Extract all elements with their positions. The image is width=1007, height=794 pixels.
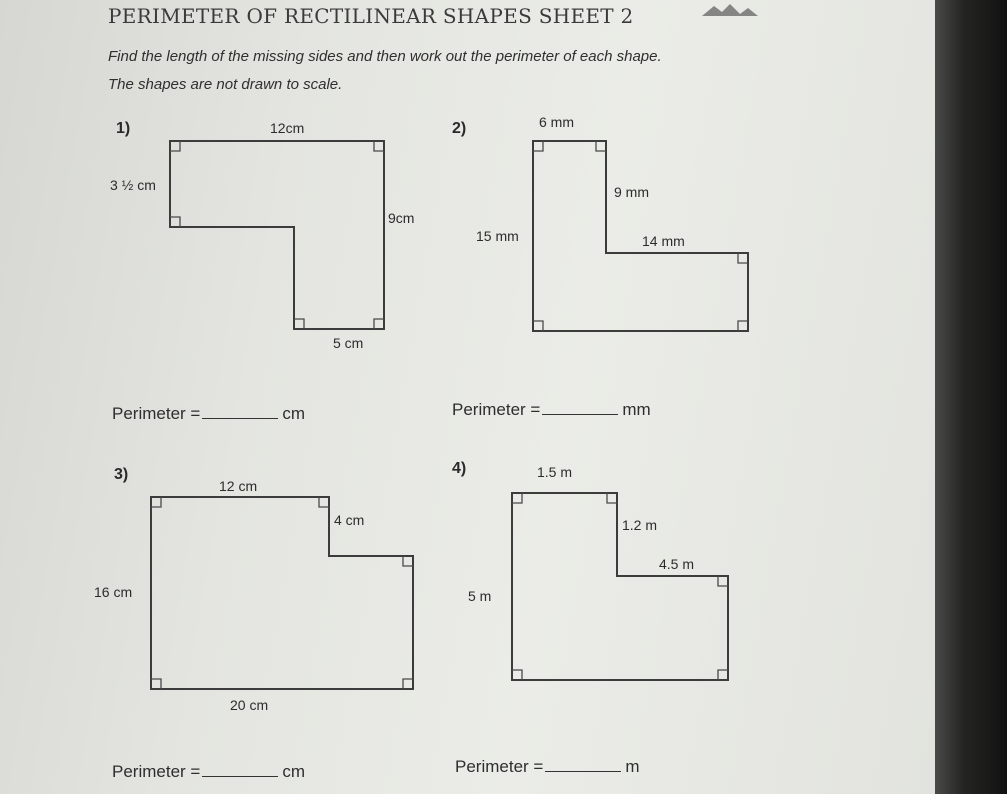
scale-note: The shapes are not drawn to scale.	[108, 76, 343, 93]
q4-label-left: 5 m	[468, 588, 492, 604]
right-angle-mark	[170, 141, 181, 152]
q3-label-top: 12 cm	[219, 478, 258, 494]
q1-label-bottom: 5 cm	[333, 335, 364, 351]
q2-label-left: 15 mm	[476, 228, 519, 244]
question-2-number: 2)	[452, 120, 467, 137]
answer-blank[interactable]	[202, 762, 279, 777]
dark-background-edge	[935, 0, 1007, 794]
worksheet-title: PERIMETER OF RECTILINEAR SHAPES SHEET 2	[108, 4, 634, 28]
right-angle-mark	[151, 497, 162, 508]
q2-label-inner-vertical: 9 mm	[614, 184, 649, 200]
shape-2-outline	[532, 140, 749, 332]
right-angle-mark	[512, 493, 523, 504]
perimeter-label: Perimeter =	[452, 400, 541, 419]
answer-blank[interactable]	[542, 400, 619, 415]
right-angle-mark	[737, 253, 748, 264]
right-angle-mark	[318, 497, 329, 508]
right-angle-mark	[717, 669, 728, 680]
right-angle-mark	[717, 576, 728, 587]
q1-perimeter-answer: Perimeter = cm	[112, 404, 305, 424]
right-angle-mark	[402, 556, 413, 567]
perimeter-label: Perimeter =	[112, 762, 201, 781]
right-angle-mark	[606, 493, 617, 504]
right-angle-mark	[151, 678, 162, 689]
q3-perimeter-answer: Perimeter = cm	[112, 762, 305, 782]
right-angle-mark	[512, 669, 523, 680]
answer-blank[interactable]	[545, 757, 622, 772]
right-angle-mark	[373, 141, 384, 152]
instruction-text: Find the length of the missing sides and…	[108, 48, 662, 65]
q4-label-inner-horizontal: 4.5 m	[659, 556, 695, 572]
right-angle-mark	[533, 320, 544, 331]
question-4-number: 4)	[452, 460, 467, 477]
q1-label-right: 9cm	[388, 210, 415, 226]
question-3-number: 3)	[114, 466, 129, 483]
question-1-number: 1)	[116, 120, 131, 137]
answer-blank[interactable]	[202, 404, 279, 419]
q2-label-inner-horizontal: 14 mm	[642, 233, 685, 249]
q2-perimeter-answer: Perimeter = mm	[452, 400, 651, 420]
perimeter-label: Perimeter =	[455, 757, 544, 776]
shape-1-outline	[169, 140, 385, 330]
q4-label-top: 1.5 m	[537, 464, 573, 480]
perimeter-unit: m	[625, 757, 640, 776]
q4-perimeter-answer: Perimeter = m	[455, 757, 640, 777]
perimeter-unit: cm	[282, 762, 306, 781]
right-angle-mark	[595, 141, 606, 152]
q3-label-bottom: 20 cm	[230, 697, 269, 713]
right-angle-mark	[533, 141, 544, 152]
right-angle-mark	[402, 678, 413, 689]
q1-label-left: 3 ½ cm	[110, 177, 156, 193]
logo-icon	[702, 4, 758, 16]
shape-4-outline	[511, 492, 729, 681]
perimeter-unit: mm	[622, 400, 651, 419]
q3-label-inner-vertical: 4 cm	[334, 512, 365, 528]
right-angle-mark	[294, 318, 305, 329]
q2-label-top: 6 mm	[539, 114, 574, 130]
right-angle-mark	[170, 216, 181, 227]
shape-3-outline	[150, 496, 414, 690]
worksheet-paper	[0, 0, 935, 794]
q3-label-left: 16 cm	[94, 584, 133, 600]
right-angle-mark	[737, 320, 748, 331]
perimeter-unit: cm	[282, 404, 306, 423]
perimeter-label: Perimeter =	[112, 404, 201, 423]
q4-label-inner-vertical: 1.2 m	[622, 517, 658, 533]
right-angle-mark	[373, 318, 384, 329]
q1-label-top: 12cm	[270, 120, 305, 136]
